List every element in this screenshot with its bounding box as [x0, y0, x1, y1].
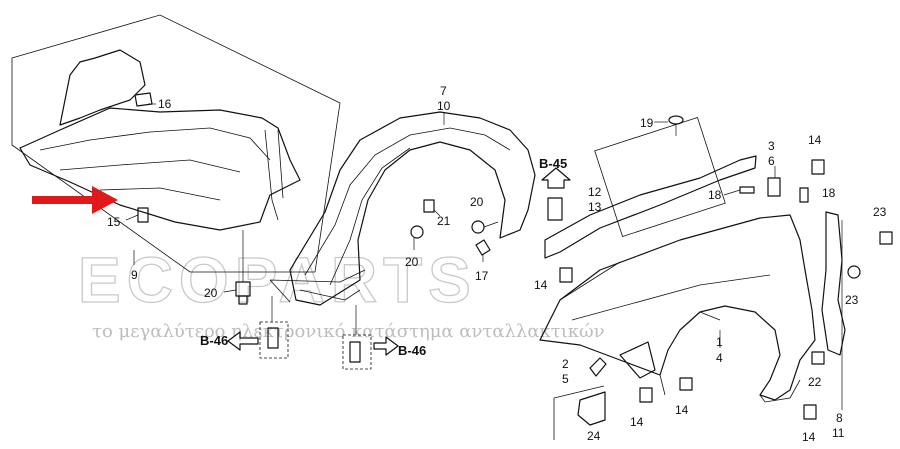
bolt-22 — [811, 351, 825, 365]
callout-9: 9 — [131, 268, 138, 282]
callout-16: 16 — [158, 97, 172, 111]
bracket-24 — [553, 385, 606, 440]
clip-19 — [668, 115, 684, 136]
bolt-23b — [847, 265, 861, 279]
fender-liner — [269, 111, 536, 306]
bolt-14-a — [559, 267, 573, 283]
callout-20-low: 20 — [405, 255, 419, 269]
callout-18-a: 18 — [708, 188, 722, 202]
callout-24: 24 — [587, 429, 601, 443]
callout-2: 2 — [562, 357, 569, 371]
callout-18-b: 18 — [822, 186, 836, 200]
front-fender — [539, 214, 816, 403]
clip-left — [267, 327, 279, 349]
clip-21 — [423, 199, 441, 217]
b46-right-arrow — [373, 336, 399, 356]
callout-1: 1 — [716, 335, 723, 349]
callout-14-b: 14 — [808, 133, 822, 147]
callout-23-b: 23 — [845, 293, 859, 307]
callout-8: 8 — [836, 411, 843, 425]
callout-22: 22 — [808, 375, 822, 389]
bolt-20-left — [223, 230, 251, 305]
callout-4: 4 — [716, 351, 723, 365]
callout-10: 10 — [437, 99, 451, 113]
callout-20-mid: 20 — [470, 195, 484, 209]
fastener-box-right — [342, 334, 372, 370]
bolt-14-b — [811, 159, 825, 175]
clip-20b — [410, 225, 424, 250]
callout-19: 19 — [640, 116, 654, 130]
b45-arrow — [541, 167, 571, 189]
bolt-14-e — [803, 404, 817, 420]
bracket-1-4 — [619, 341, 656, 379]
fastener-box-left — [259, 321, 289, 359]
callout-13: 13 — [588, 200, 602, 214]
clip-3-6 — [767, 177, 781, 197]
b46-left-arrow — [227, 331, 259, 351]
engine-undercover — [19, 107, 301, 231]
callout-6: 6 — [768, 154, 775, 168]
fender-seal — [544, 155, 757, 259]
fender-bracket-right — [821, 211, 846, 356]
bolt-23a — [879, 231, 893, 245]
clip-18a — [739, 186, 755, 194]
clip-17 — [475, 239, 491, 262]
callout-12: 12 — [588, 185, 602, 199]
bracket-2-5 — [589, 357, 607, 377]
bolt-14-d — [679, 377, 693, 391]
callout-23-a: 23 — [873, 205, 887, 219]
undercover-group — [11, 14, 341, 273]
callout-20-left: 20 — [204, 286, 218, 300]
clip-b45 — [547, 197, 563, 221]
clip-18b — [799, 187, 809, 203]
callout-11: 11 — [832, 426, 845, 440]
callout-17: 17 — [475, 269, 489, 283]
callout-21: 21 — [437, 214, 451, 228]
callout-14-a: 14 — [534, 278, 548, 292]
callout-7: 7 — [440, 84, 447, 98]
watermark-tagline: το μεγαλύτερο ηλεκτρονικό κατάστημα αντα… — [92, 321, 605, 342]
ref-b46-left: B-46 — [200, 333, 228, 348]
ref-b46-right: B-46 — [398, 343, 426, 358]
clip-right — [349, 341, 361, 363]
bracket — [59, 49, 146, 126]
callout-14-c: 14 — [630, 415, 644, 429]
callout-14-e: 14 — [802, 430, 816, 444]
red-direction-arrow — [32, 186, 118, 214]
callout-5: 5 — [562, 372, 569, 386]
callout-14-d: 14 — [675, 403, 689, 417]
bolt-14-c — [639, 387, 653, 403]
ref-b45: B-45 — [539, 156, 567, 171]
undercover-frame — [11, 14, 341, 273]
callout-15: 15 — [107, 215, 121, 229]
clip-20c — [471, 220, 499, 234]
callout-3: 3 — [768, 139, 775, 153]
bolt-15 — [125, 207, 149, 223]
